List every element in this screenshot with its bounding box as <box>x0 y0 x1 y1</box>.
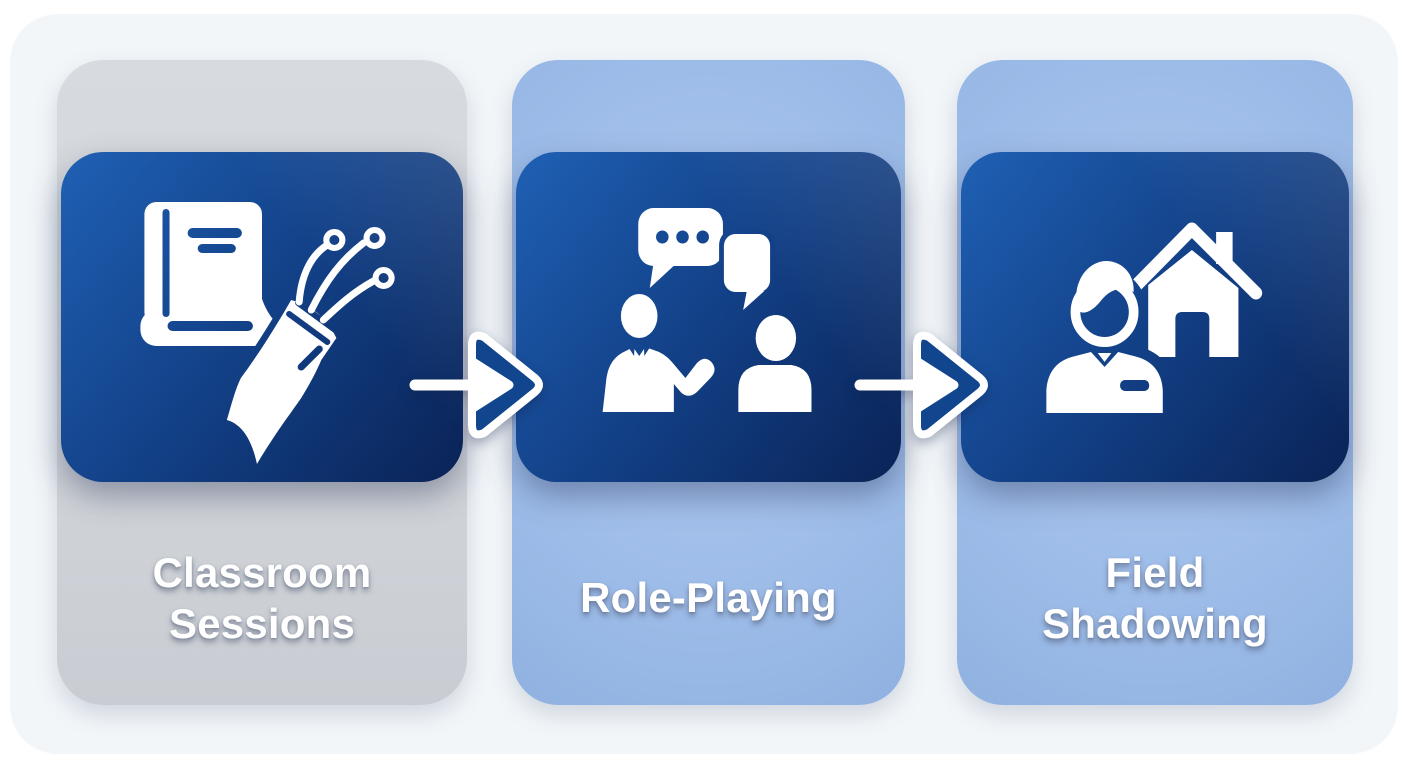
step-label-classroom-sessions: Classroom Sessions <box>57 490 467 705</box>
icon-box-step-3 <box>961 152 1349 482</box>
person-and-house-icon <box>961 152 1349 482</box>
step-card-field-shadowing: Field Shadowing <box>957 60 1353 705</box>
step-label-line: Sessions <box>168 599 356 647</box>
step-card-role-playing: Role-Playing <box>512 60 905 705</box>
step-label-line: Field <box>1105 548 1205 596</box>
step-label-line: Shadowing <box>1042 599 1268 647</box>
step-label-role-playing: Role-Playing <box>512 490 905 705</box>
two-people-conversation-icon <box>516 152 901 482</box>
book-and-fiber-optic-cable-icon <box>61 152 463 482</box>
step-label-line: Role-Playing <box>580 574 837 621</box>
step-label-line: Classroom <box>152 548 372 596</box>
step-label-field-shadowing: Field Shadowing <box>957 490 1353 705</box>
step-card-classroom-sessions: Classroom Sessions <box>57 60 467 705</box>
right-arrow-icon <box>854 331 988 439</box>
icon-box-step-1 <box>61 152 463 482</box>
icon-box-step-2 <box>516 152 901 482</box>
right-arrow-icon <box>409 331 543 439</box>
